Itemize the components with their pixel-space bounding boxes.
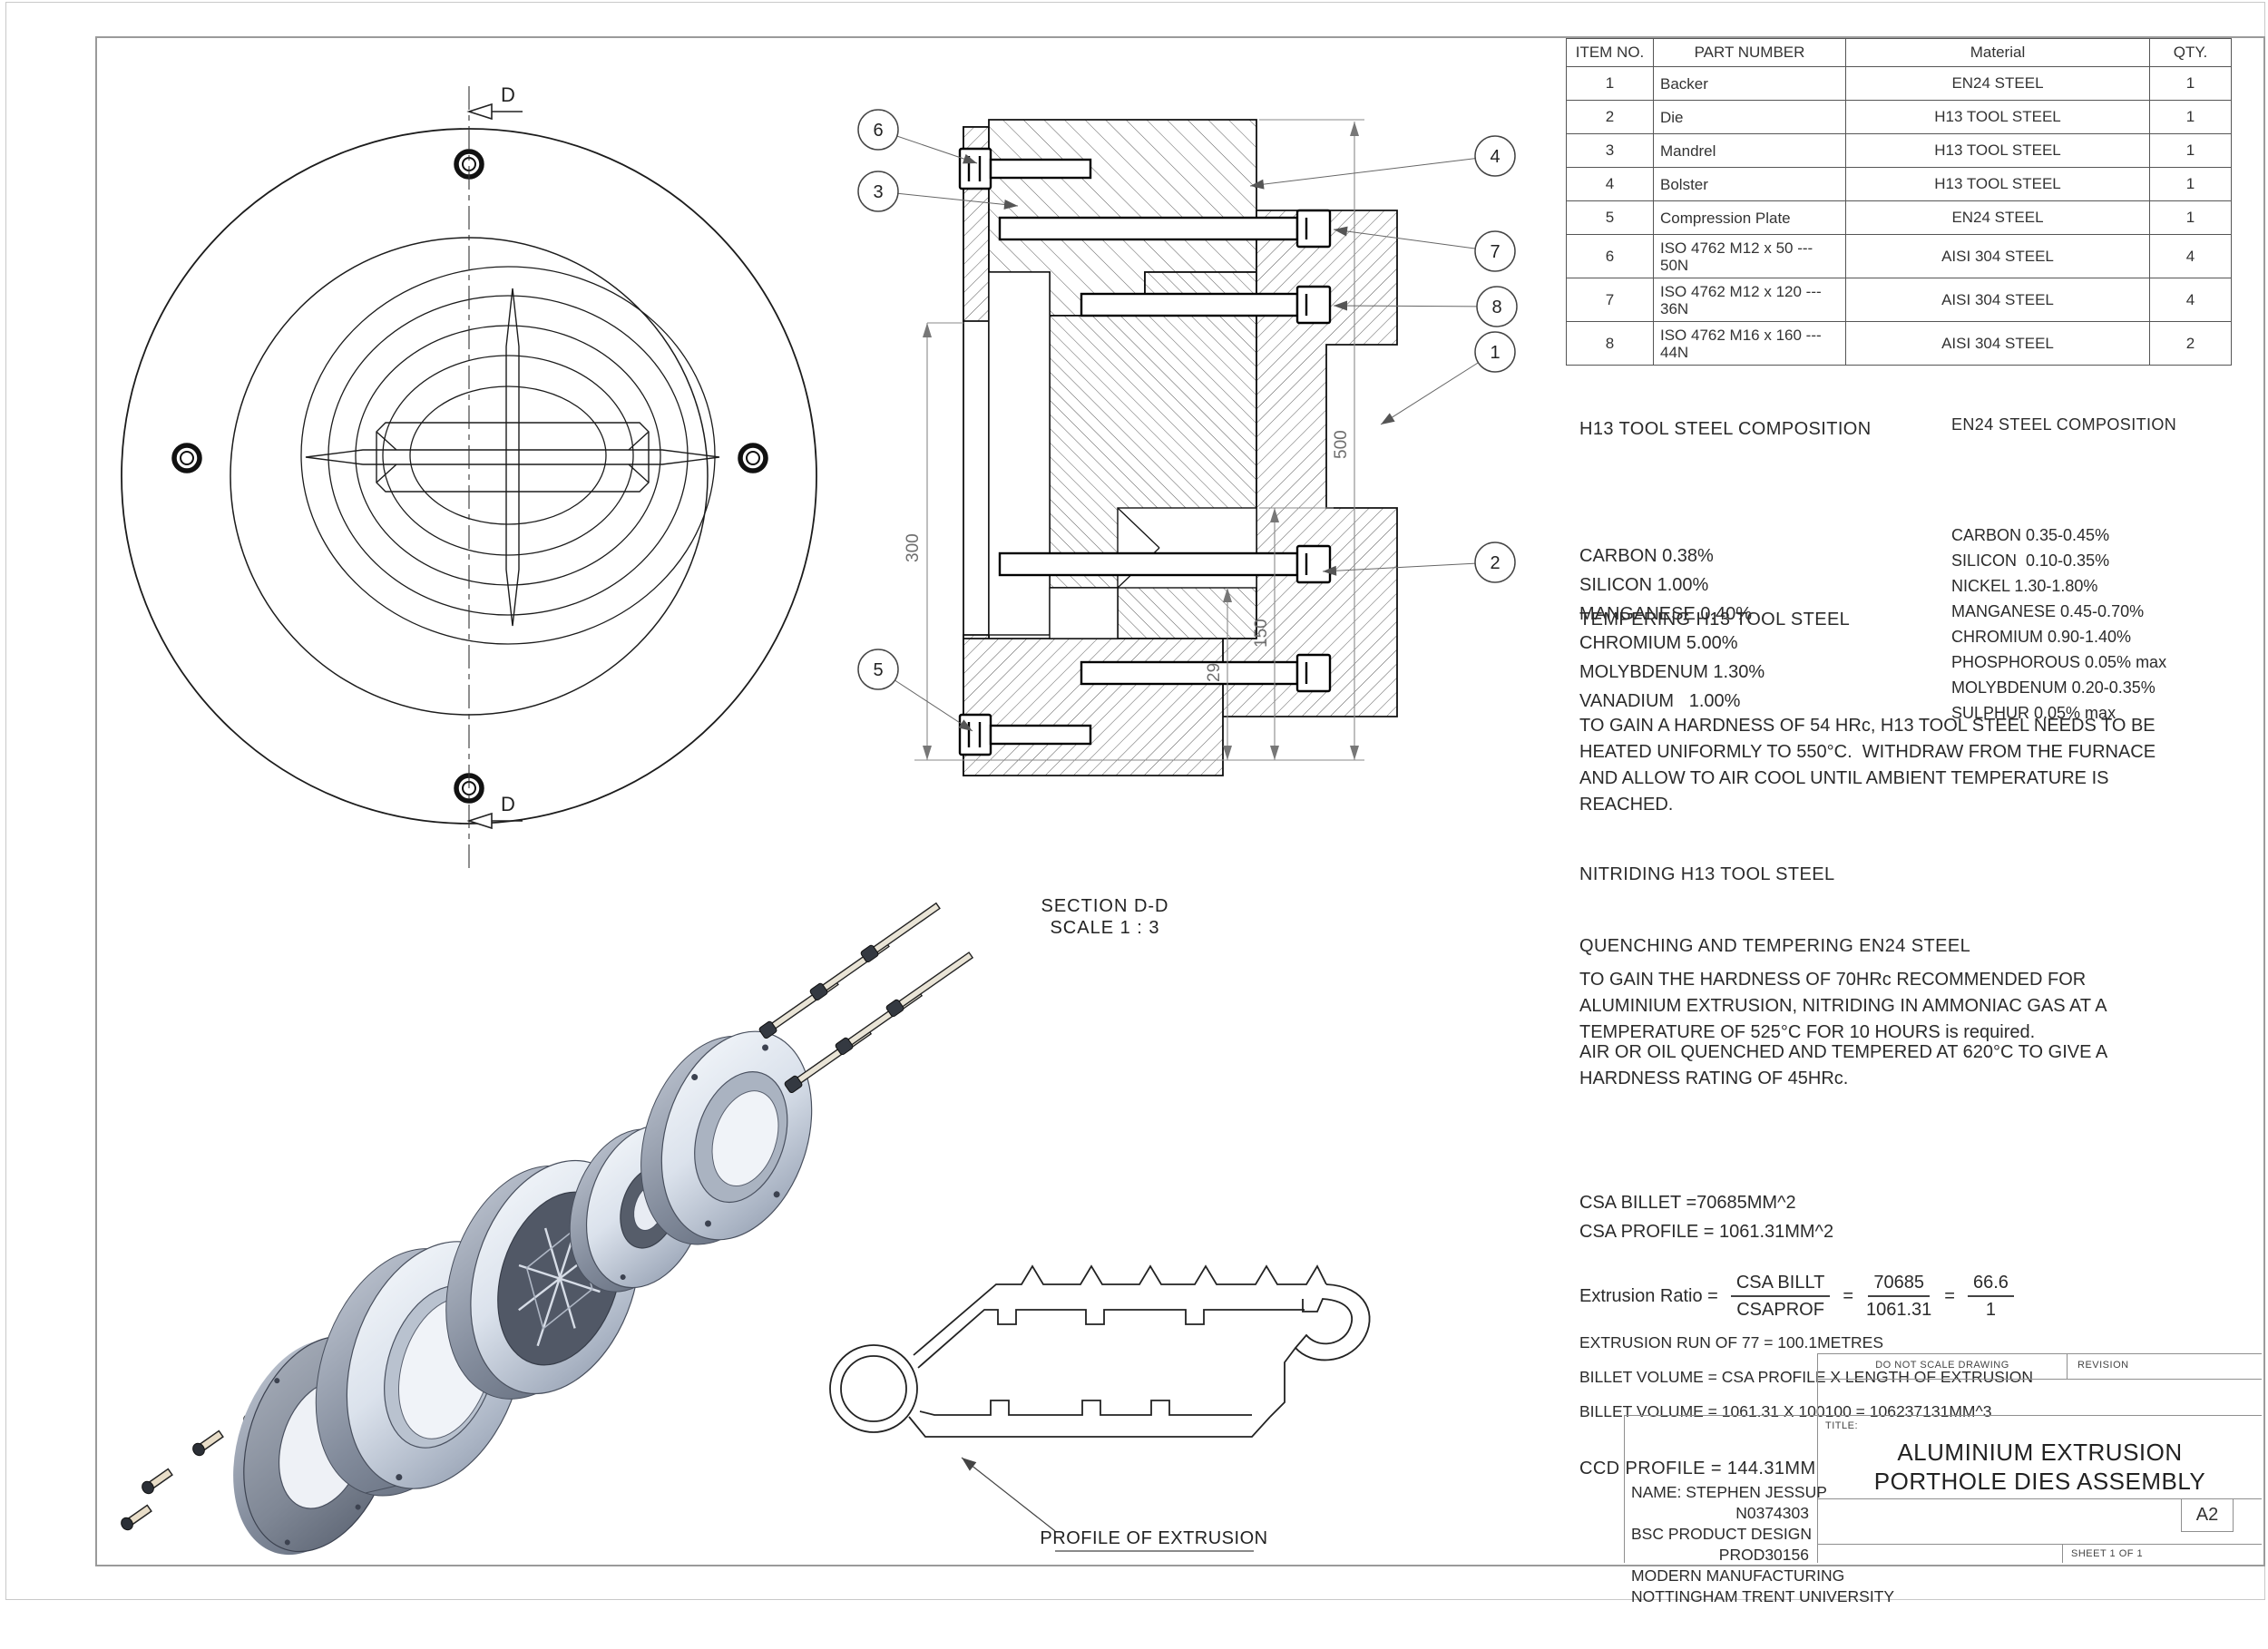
drawing-views: D D bbox=[121, 83, 1518, 1556]
paper-size-badge: A2 bbox=[2181, 1498, 2234, 1532]
part-bolster-block bbox=[1222, 210, 1398, 717]
dim-29: 29 bbox=[1205, 663, 1224, 682]
extrusion-run-note: EXTRUSION RUN OF 77 = 100.1METRES bbox=[1579, 1333, 1884, 1351]
tempering-body: TO GAIN A HARDNESS OF 54 HRc, H13 TOOL S… bbox=[1579, 716, 2156, 815]
balloon-6: 6 bbox=[857, 109, 978, 164]
quenching-title: QUENCHING AND TEMPERING EN24 STEEL bbox=[1579, 936, 1971, 956]
svg-text:2: 2 bbox=[1490, 553, 1500, 573]
en24-composition-title: EN24 STEEL COMPOSITION bbox=[1951, 415, 2177, 434]
en24-composition-lines: CARBON 0.35-0.45%SILICON 0.10-0.35%NICKE… bbox=[1951, 526, 2167, 722]
bom-header-part: PART NUMBER bbox=[1653, 38, 1846, 67]
bom-header-qty: QTY. bbox=[2149, 38, 2232, 67]
balloon-2: 2 bbox=[1322, 542, 1516, 583]
billet-volume-note-2: BILLET VOLUME = 1061.31 X 100100 = 10623… bbox=[1579, 1402, 1992, 1420]
section-label: SECTION D-D bbox=[1041, 896, 1169, 916]
svg-text:1: 1 bbox=[1490, 343, 1500, 363]
ratio-label: Extrusion Ratio = bbox=[1579, 1285, 1718, 1306]
nitriding-body: TO GAIN THE HARDNESS OF 70HRc RECOMMENDE… bbox=[1579, 970, 2107, 1042]
sheet-number-label: SHEET 1 OF 1 bbox=[2071, 1548, 2144, 1559]
bom-header-item: ITEM NO. bbox=[1566, 38, 1654, 67]
dim-500: 500 bbox=[1332, 430, 1351, 459]
section-dimensions bbox=[914, 119, 1364, 761]
do-not-scale-label: DO NOT SCALE DRAWING bbox=[1875, 1360, 2009, 1371]
balloon-4: 4 bbox=[1249, 135, 1516, 190]
part-bottom-plate bbox=[963, 638, 1224, 776]
billet-volume-note-1: BILLET VOLUME = CSA PROFILE X LENGTH OF … bbox=[1579, 1368, 2034, 1386]
bolt-long-2 bbox=[1080, 285, 1332, 325]
h13-composition-title: H13 TOOL STEEL COMPOSITION bbox=[1579, 419, 1872, 439]
balloon-7: 7 bbox=[1333, 226, 1516, 272]
section-datum-top bbox=[466, 102, 523, 121]
bolt-long-4 bbox=[1080, 653, 1332, 693]
screw-m12x50-top bbox=[958, 147, 1092, 190]
svg-text:4: 4 bbox=[1490, 147, 1500, 167]
bom-header-material: Material bbox=[1845, 38, 2150, 67]
bom-header-row: ITEM NO. PART NUMBER Material QTY. bbox=[1566, 38, 2232, 67]
ccd-profile-note: CCD PROFILE = 144.31MM bbox=[1579, 1459, 1816, 1478]
section-view: 300 29 150 500 SECTION D-D SCALE 1 : 3 bbox=[904, 119, 1398, 938]
exploded-long-bolts bbox=[758, 902, 974, 1094]
nitriding-title: NITRIDING H13 TOOL STEEL bbox=[1579, 864, 1835, 884]
dim-150: 150 bbox=[1252, 619, 1271, 648]
porthole-blades bbox=[305, 288, 720, 627]
exploded-view bbox=[121, 902, 974, 1556]
quenching-body: AIR OR OIL QUENCHED AND TEMPERED AT 620°… bbox=[1579, 1042, 2108, 1088]
balloon-8: 8 bbox=[1333, 286, 1518, 327]
bolt-holes bbox=[171, 149, 768, 804]
datum-letter-top: D bbox=[501, 83, 515, 106]
balloon-5: 5 bbox=[857, 649, 973, 732]
svg-text:8: 8 bbox=[1491, 298, 1501, 317]
profile-view: PROFILE OF EXTRUSION bbox=[829, 1264, 1371, 1552]
bolt-long-3 bbox=[998, 544, 1332, 584]
section-bolts bbox=[958, 147, 1332, 756]
front-view: D D bbox=[121, 83, 817, 869]
bolt-long-1 bbox=[998, 209, 1332, 249]
revision-label: REVISION bbox=[2077, 1360, 2129, 1371]
svg-text:6: 6 bbox=[873, 121, 883, 141]
dim-300: 300 bbox=[904, 533, 923, 562]
balloon-3: 3 bbox=[857, 171, 1019, 212]
section-datum-bottom bbox=[466, 812, 523, 830]
title-label: TITLE: bbox=[1825, 1420, 1859, 1431]
engineering-drawing-sheet: { "sheet": { "format": "A2", "sheet_labe… bbox=[5, 2, 2265, 1605]
svg-text:7: 7 bbox=[1490, 242, 1500, 262]
profile-label: PROFILE OF EXTRUSION bbox=[1040, 1528, 1267, 1548]
tempering-title: TEMPERING H13 TOOL STEEL bbox=[1579, 610, 1851, 629]
svg-text:5: 5 bbox=[873, 660, 883, 680]
balloon-1: 1 bbox=[1380, 331, 1516, 425]
svg-text:3: 3 bbox=[873, 182, 883, 202]
drawing-border-frame bbox=[95, 36, 2265, 1566]
datum-letter-bottom: D bbox=[501, 793, 515, 815]
h13-composition-lines: CARBON 0.38%SILICON 1.00%MANGANESE 0.40%… bbox=[1579, 546, 1765, 711]
balloon-callouts: 6 3 5 4 7 8 1 2 bbox=[857, 109, 1518, 732]
section-scale: SCALE 1 : 3 bbox=[1050, 918, 1159, 938]
